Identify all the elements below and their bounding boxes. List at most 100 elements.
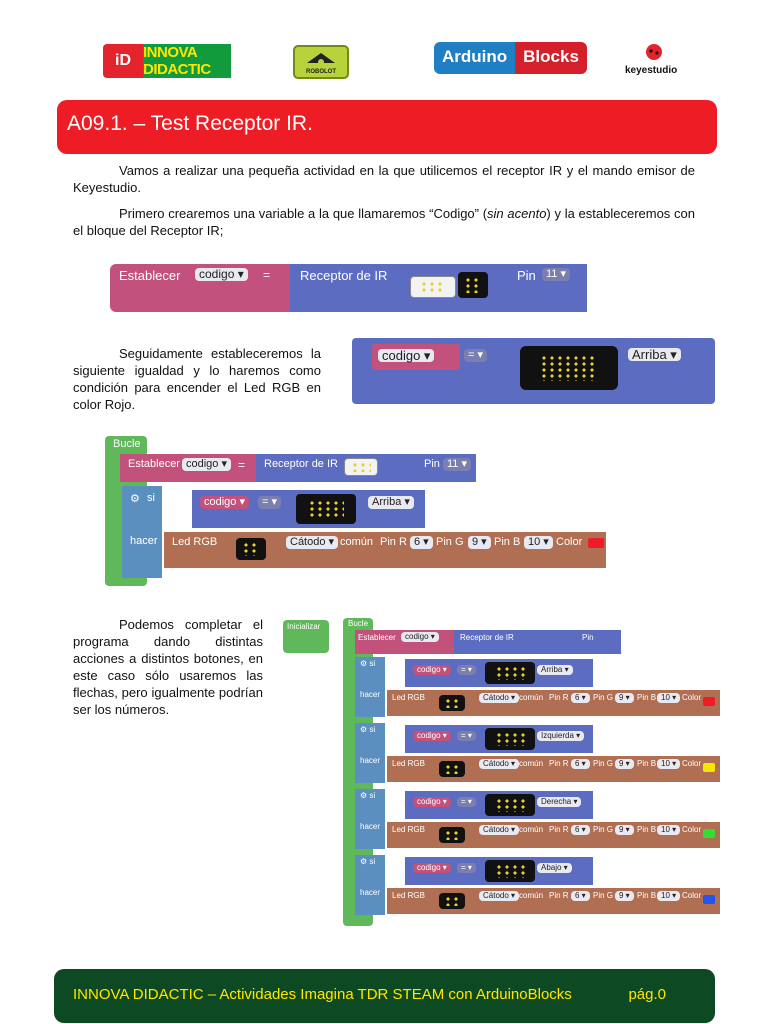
led-label: Led RGB (172, 536, 218, 548)
b4-gval-abajo: 9 ▾ (615, 891, 634, 901)
variable-text-b: ) y la estableceremos con el bloque del … (73, 206, 695, 238)
prog-cond-arriba: Arriba ▾ (368, 496, 414, 509)
receptor-label: Receptor de IR (300, 268, 388, 283)
b4-si-block-arriba: ⚙ si hacer (355, 657, 385, 717)
b4-cond-var-izquierda: codigo ▾ (413, 731, 451, 741)
b4-cond-eq-arriba: = ▾ (457, 665, 476, 675)
b4-led-label-izquierda: Led RGB (392, 759, 425, 768)
variable-text-em: sin acento (487, 206, 547, 221)
ab-logo-left: Arduino (434, 42, 516, 74)
b4-bval-abajo: 10 ▾ (657, 891, 681, 901)
innova-logo-text: INNOVA DIDACTIC (143, 44, 231, 78)
b4-led-izquierda: Led RGB Cátodo ▾ común Pin R 6 ▾ Pin G 9… (387, 756, 720, 782)
variable-paragraph: Primero crearemos una variable a la que … (73, 205, 695, 239)
robolot-logo-text: ROBOLOT (306, 69, 336, 75)
prog-cond-remote-icon (296, 494, 356, 524)
b4-ping-abajo: Pin G (593, 891, 614, 900)
b4-cond-abajo: codigo ▾ = ▾ Abajo ▾ (405, 857, 593, 885)
b4-remote-icon-arriba (485, 662, 535, 684)
b4-pinb-derecha: Pin B (637, 825, 657, 834)
b4-receptor-label: Receptor de IR (460, 633, 514, 642)
b4-ping-arriba: Pin G (593, 693, 614, 702)
b4-pinb-izquierda: Pin B (637, 759, 657, 768)
b4-cond-eq-abajo: = ▾ (457, 863, 476, 873)
ladybug-icon (646, 44, 662, 60)
hacer-label: hacer (130, 535, 158, 547)
inicializar-label: Inicializar (287, 622, 321, 631)
b4-cond-var-derecha: codigo ▾ (413, 797, 451, 807)
bucle-label-2: Bucle (348, 619, 369, 628)
ir-remote-icon (520, 346, 618, 390)
complete-text: Podemos completar el programa dando dist… (73, 617, 263, 717)
b4-rval-derecha: 6 ▾ (571, 825, 590, 835)
inicializar-block: Inicializar (283, 620, 329, 653)
b4-si-icon-abajo: ⚙ si (360, 857, 376, 866)
b4-var: codigo ▾ (401, 632, 439, 642)
led-comun: común (340, 536, 374, 548)
condition-paragraph: Seguidamente estableceremos la siguiente… (73, 345, 321, 413)
b4-led-icon-abajo (439, 893, 465, 909)
b4-hacer-abajo: hacer (360, 888, 381, 897)
b4-hacer-izquierda: hacer (360, 756, 381, 765)
b4-bval-derecha: 10 ▾ (657, 825, 681, 835)
bucle-label: Bucle (113, 438, 141, 450)
b4-hacer-derecha: hacer (360, 822, 381, 831)
b4-catodo-derecha: Cátodo ▾ (479, 825, 520, 835)
led-block: Led RGB Cátodo ▾ común Pin R 6 ▾ Pin G 9… (164, 532, 606, 568)
b4-si-block-derecha: ⚙ si hacer (355, 789, 385, 849)
cond-var-field: codigo ▾ (378, 349, 435, 362)
cond-eq-field: = ▾ (464, 349, 488, 362)
b4-hacer-arriba: hacer (360, 690, 381, 699)
b4-pinr-arriba: Pin R (549, 693, 569, 702)
led-color-red (588, 538, 604, 548)
b4-dir-derecha: Derecha ▾ (537, 797, 582, 807)
b4-catodo-izquierda: Cátodo ▾ (479, 759, 520, 769)
b4-color-label-izquierda: Color (682, 759, 702, 768)
b4-dir-arriba: Arriba ▾ (537, 665, 573, 675)
condition-text: Seguidamente estableceremos la siguiente… (73, 346, 321, 412)
condition-block: codigo ▾ = ▾ Arriba ▾ (352, 338, 715, 404)
cond-var-block: codigo ▾ (372, 344, 460, 370)
b4-led-label-abajo: Led RGB (392, 891, 425, 900)
led-g-val: 9 ▾ (468, 536, 491, 549)
b4-led-icon-derecha (439, 827, 465, 843)
b4-color-label-derecha: Color (682, 825, 702, 834)
b4-establecer-label: Establecer (358, 633, 396, 642)
b4-dir-abajo: Abajo ▾ (537, 863, 572, 873)
b4-pinr-izquierda: Pin R (549, 759, 569, 768)
prog-establecer-label: Establecer (128, 458, 180, 470)
pin-label: Pin (517, 268, 536, 283)
b4-catodo-arriba: Cátodo ▾ (479, 693, 520, 703)
page-title: A09.1. – Test Receptor IR. (57, 100, 717, 154)
b4-cond-eq-derecha: = ▾ (457, 797, 476, 807)
b4-gval-derecha: 9 ▾ (615, 825, 634, 835)
b4-si-block-abajo: ⚙ si hacer (355, 855, 385, 915)
led-pinr: Pin R (380, 536, 407, 548)
prog-pin-field: 11 ▾ (443, 458, 471, 471)
b4-cond-arriba: codigo ▾ = ▾ Arriba ▾ (405, 659, 593, 687)
b4-rval-abajo: 6 ▾ (571, 891, 590, 901)
led-ping: Pin G (436, 536, 464, 548)
b4-pinb-abajo: Pin B (637, 891, 657, 900)
complete-paragraph: Podemos completar el programa dando dist… (73, 616, 263, 718)
b4-pinr-abajo: Pin R (549, 891, 569, 900)
prog-cond-block: codigo ▾ = ▾ Arriba ▾ (192, 490, 425, 528)
b4-si-icon-arriba: ⚙ si (360, 659, 376, 668)
prog-receptor-block: Receptor de IR Pin 11 ▾ (256, 454, 476, 482)
b4-pinb-arriba: Pin B (637, 693, 657, 702)
page-number: pág.0 (628, 986, 666, 1003)
b4-comun-derecha: común (519, 825, 544, 834)
innova-badge: iD (103, 44, 143, 78)
b4-color-swatch-derecha (703, 829, 715, 838)
variable-text-a: Primero crearemos una variable a la que … (119, 206, 488, 221)
b4-dir-izquierda: Izquierda ▾ (537, 731, 585, 741)
remote-control-icon (410, 276, 456, 298)
keyestudio-text: keyestudio (625, 65, 678, 76)
b4-ping-izquierda: Pin G (593, 759, 614, 768)
b4-rval-arriba: 6 ▾ (571, 693, 590, 703)
prog-eq-sign: = (238, 458, 246, 472)
b4-led-arriba: Led RGB Cátodo ▾ común Pin R 6 ▾ Pin G 9… (387, 690, 720, 716)
led-pinb: Pin B (494, 536, 521, 548)
establecer-block: Establecer codigo ▾ = (110, 264, 292, 312)
ir-receiver-icon (458, 272, 488, 298)
